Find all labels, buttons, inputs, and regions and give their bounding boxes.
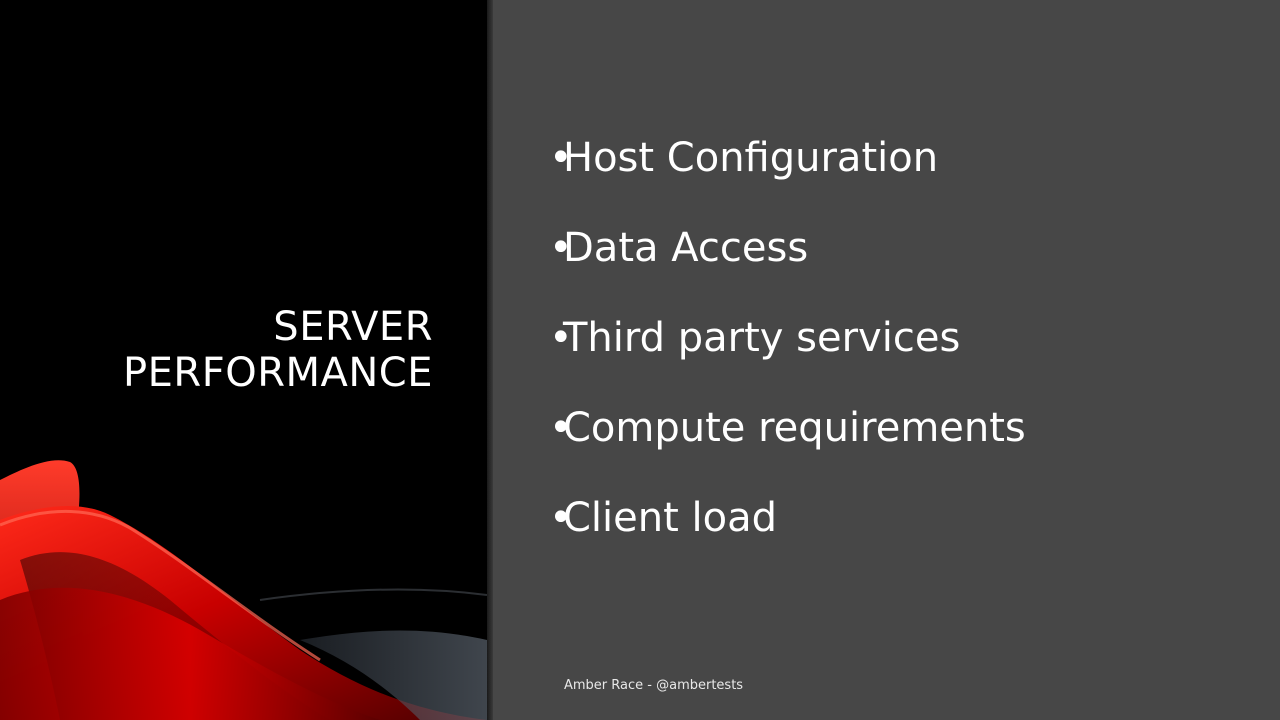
bullet-list: •Host Configuration •Data Access •Third …	[549, 132, 1026, 582]
title-panel: SERVER PERFORMANCE	[0, 0, 487, 720]
bullet-glyph: •	[549, 495, 573, 541]
bullet-item: •Host Configuration	[549, 132, 1026, 184]
panel-divider	[487, 0, 493, 720]
bullet-text: Third party services	[563, 315, 961, 361]
slide-title-line-1: SERVER	[273, 304, 433, 350]
slide-footer: Amber Race - @ambertests	[564, 678, 744, 693]
bullet-glyph: •	[549, 405, 573, 451]
red-ribbon-decoration	[0, 460, 487, 720]
bullet-item: •Client load	[549, 492, 1026, 544]
slide-title-line-2: PERFORMANCE	[123, 350, 433, 396]
bullet-text: Compute requirements	[563, 405, 1026, 451]
bullet-glyph: •	[549, 225, 573, 271]
bullet-glyph: •	[549, 315, 573, 361]
bullet-item: •Compute requirements	[549, 402, 1026, 454]
bullet-text: Data Access	[563, 225, 809, 271]
bullet-text: Host Configuration	[563, 135, 939, 181]
bullet-glyph: •	[549, 135, 573, 181]
slide-title: SERVER PERFORMANCE	[123, 304, 433, 396]
content-panel: •Host Configuration •Data Access •Third …	[493, 0, 1280, 720]
bullet-item: •Third party services	[549, 312, 1026, 364]
bullet-text: Client load	[563, 495, 778, 541]
bullet-item: •Data Access	[549, 222, 1026, 274]
